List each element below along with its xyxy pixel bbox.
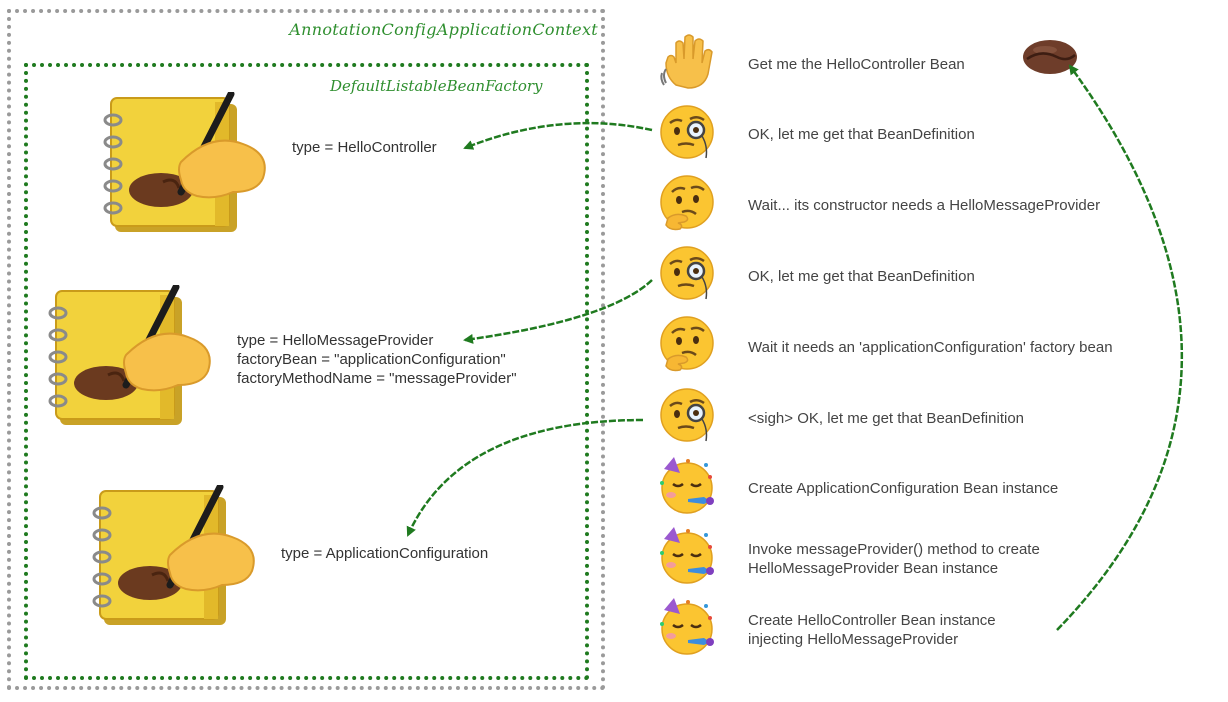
application-context-box (7, 9, 605, 690)
step-line: Create ApplicationConfiguration Bean ins… (748, 480, 1059, 497)
step-line: Create HelloController Bean instance (748, 612, 996, 629)
bean-definition-application-configuration: type = ApplicationConfiguration (281, 544, 488, 563)
step-create-hello-controller: Create HelloController Bean instance inj… (748, 611, 996, 649)
monocle-face-icon (660, 105, 714, 159)
step-get-bean-definition-3: <sigh> OK, let me get that BeanDefinitio… (748, 409, 1024, 428)
arrow-to-coffee-bean (1056, 64, 1184, 631)
partying-face-icon (660, 598, 714, 655)
bean-definition-hello-message-provider: type = HelloMessageProvider factoryBean … (237, 331, 517, 388)
waving-hand-icon (660, 34, 713, 89)
step-get-bean-definition-1: OK, let me get that BeanDefinition (748, 125, 975, 144)
bean-definition-line: factoryMethodName = "messageProvider" (237, 370, 517, 387)
bean-definition-line: type = HelloController (292, 139, 437, 156)
partying-face-icon (660, 527, 714, 584)
step-line: OK, let me get that BeanDefinition (748, 268, 975, 285)
step-invoke-message-provider: Invoke messageProvider() method to creat… (748, 540, 1040, 578)
arrow-to-hello-message-provider (463, 279, 653, 344)
step-constructor-needs-provider: Wait... its constructor needs a HelloMes… (748, 196, 1100, 215)
step-get-bean-definition-2: OK, let me get that BeanDefinition (748, 267, 975, 286)
bean-definition-hello-controller: type = HelloController (292, 138, 437, 157)
step-line: <sigh> OK, let me get that BeanDefinitio… (748, 410, 1024, 427)
step-create-app-config: Create ApplicationConfiguration Bean ins… (748, 479, 1058, 498)
application-context-title: AnnotationConfigApplicationContext (289, 20, 598, 39)
step-line: Wait... its constructor needs a HelloMes… (748, 197, 1101, 214)
notebook-writing-hand-icon (92, 485, 255, 625)
step-get-hello-controller: Get me the HelloController Bean (748, 55, 965, 74)
monocle-face-icon (660, 246, 714, 300)
step-line: OK, let me get that BeanDefinition (748, 126, 975, 143)
bean-definition-line: type = ApplicationConfiguration (281, 545, 489, 562)
notebook-writing-hand-icon (103, 92, 266, 232)
step-line: injecting HelloMessageProvider (748, 631, 959, 648)
step-line: Wait it needs an 'applicationConfigurati… (748, 339, 1113, 356)
thinking-face-icon (660, 175, 714, 231)
step-needs-factory-bean: Wait it needs an 'applicationConfigurati… (748, 338, 1113, 357)
thinking-face-icon (660, 316, 714, 372)
bean-factory-title: DefaultListableBeanFactory (330, 77, 543, 95)
arrow-to-application-configuration (406, 418, 644, 537)
bean-definition-line: type = HelloMessageProvider (237, 332, 434, 349)
bean-factory-box (24, 63, 589, 680)
step-line: Invoke messageProvider() method to creat… (748, 541, 1040, 558)
step-line: HelloMessageProvider Bean instance (748, 560, 999, 577)
partying-face-icon (660, 457, 714, 514)
step-line: Get me the HelloController Bean (748, 56, 965, 73)
notebook-writing-hand-icon (48, 285, 211, 425)
monocle-face-icon (660, 388, 714, 442)
arrow-to-hello-controller (463, 121, 653, 150)
coffee-bean-icon (1023, 40, 1077, 74)
bean-definition-line: factoryBean = "applicationConfiguration" (237, 351, 506, 368)
